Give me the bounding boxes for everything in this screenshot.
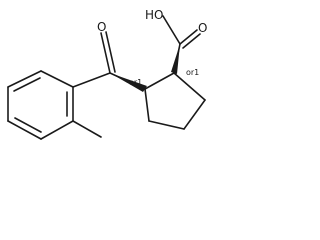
bond-ring-c3-c4 — [183, 99, 206, 130]
bond-ring-c1-c2 — [144, 72, 175, 90]
ketone-oxygen-label: O — [97, 20, 106, 34]
atom-labels: HO O O or1 or1 — [97, 8, 207, 87]
stereo-label-acid-side: or1 — [186, 68, 199, 77]
hydroxyl-label: HO — [145, 8, 163, 22]
wedge-bond-ring-to-carbonyl — [110, 73, 147, 92]
bond-aryl-1 — [40, 70, 74, 88]
bond-ring-c2-c3 — [173, 72, 206, 101]
structure-diagram: HO O O or1 or1 — [7, 8, 207, 140]
bond-c-oh — [162, 15, 181, 45]
bond-c-o-double-a — [179, 29, 198, 45]
bond-aryl-5 — [40, 120, 74, 140]
bond-aryl-4 — [7, 120, 42, 140]
bond-aryl-2 — [7, 70, 42, 88]
bond-aryl-inner-1 — [13, 77, 41, 92]
bond-c-o-ketone-b — [105, 31, 116, 73]
wedge-bond-ring-to-acid — [171, 44, 180, 74]
bond-c-o-ketone-a — [100, 32, 111, 74]
acid-oxygen-label: O — [198, 21, 207, 35]
bond-methyl — [72, 120, 102, 138]
stereo-label-carbonyl-side: or1 — [129, 78, 142, 87]
bonds — [7, 15, 206, 140]
bond-ring-c5-c1 — [144, 88, 150, 122]
bond-ring-c4-c5 — [148, 120, 185, 130]
bond-carbonyl-to-aryl — [72, 72, 111, 88]
bond-c-o-double-b — [182, 33, 201, 49]
bond-aryl-inner-2 — [14, 117, 42, 133]
